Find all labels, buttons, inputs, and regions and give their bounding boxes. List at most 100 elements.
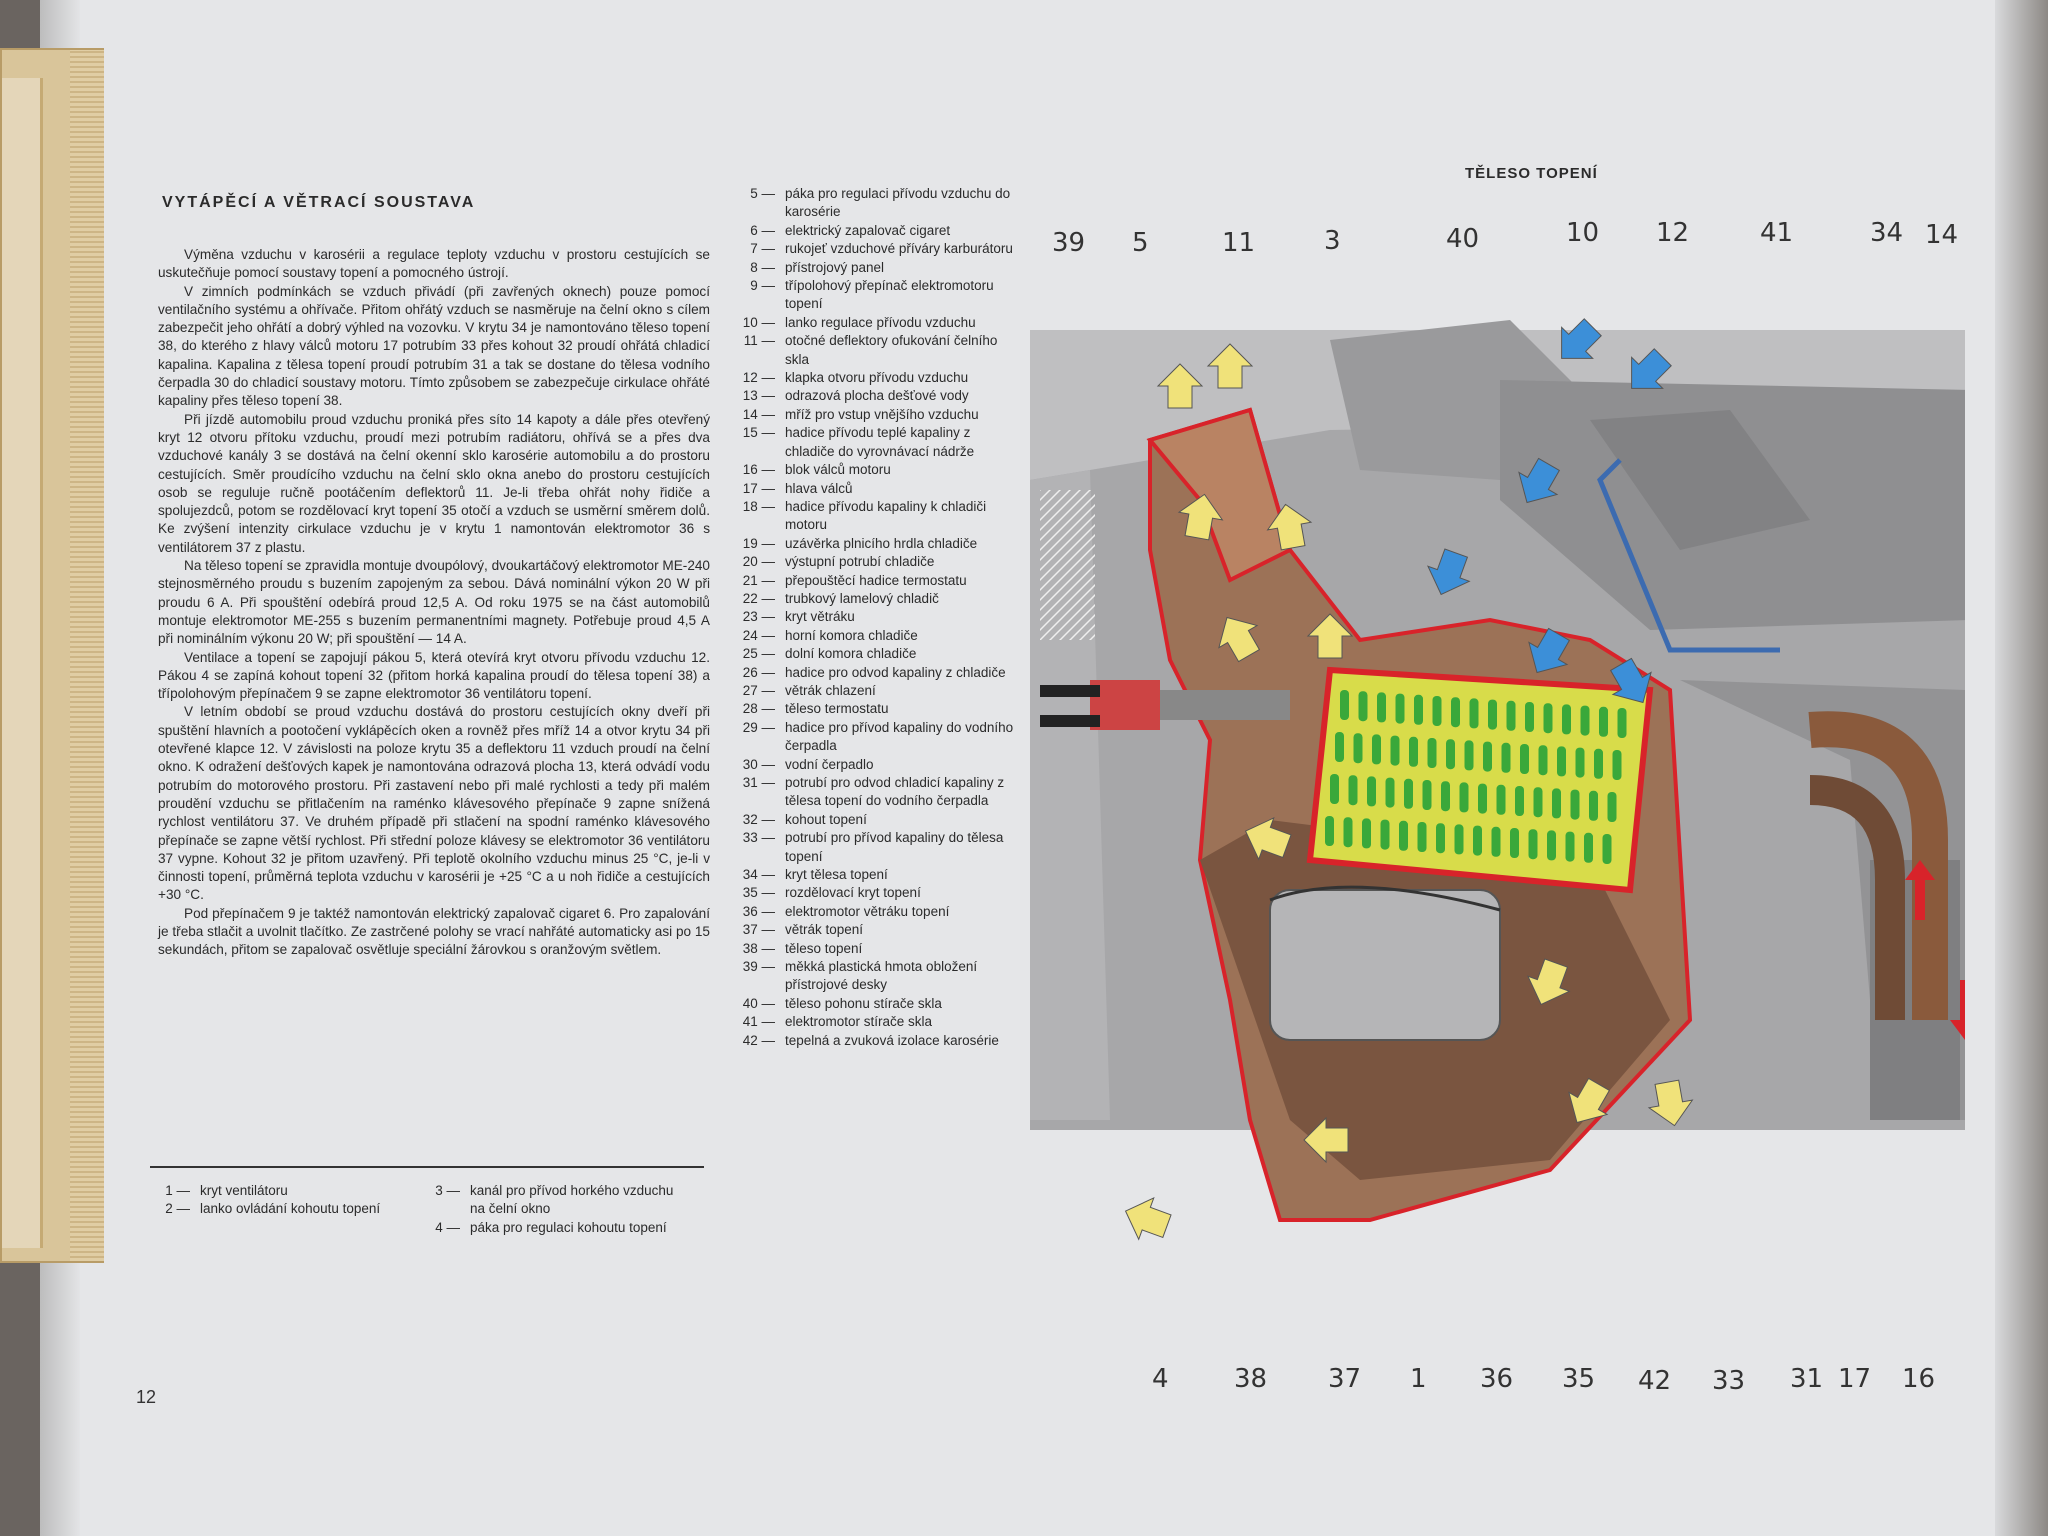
legend-text: mříž pro vstup vnějšího vzduchu (785, 406, 979, 422)
legend-number: 23 (735, 608, 775, 626)
warm-air-arrow (1306, 613, 1354, 659)
legend-number: 8 (735, 259, 775, 277)
legend-item: 2 lanko ovládání kohoutu topení (150, 1200, 420, 1218)
legend-item: 14mříž pro vstup vnějšího vzduchu (735, 406, 1017, 424)
legend-number: 28 (735, 700, 775, 718)
legend-number: 22 (735, 590, 775, 608)
legend-text: klapka otvoru přívodu vzduchu (785, 370, 969, 386)
callout-label: 12 (1656, 218, 1690, 248)
legend-item: 17hlava válců (735, 480, 1017, 498)
legend-item: 21přepouštěcí hadice termostatu (735, 572, 1017, 590)
radiator-fin (1451, 697, 1460, 728)
legend-item: 5páka pro regulaci přívodu vzduchu do ka… (735, 185, 1017, 222)
legend-number: 2 (150, 1200, 190, 1218)
legend-text: potrubí pro přívod kapaliny do tělesa to… (785, 830, 1004, 864)
legend-item: 33 potrubí pro přívod kapaliny do tělesa … (735, 829, 1017, 866)
legend-number: 10 (735, 314, 775, 332)
legend-text: hadice přívodu kapaliny k chladiči motor… (785, 498, 987, 533)
legend-text: kryt tělesa topení (785, 867, 888, 883)
warm-air-arrow (1303, 1116, 1349, 1164)
radiator-fin (1528, 829, 1538, 860)
legend-item: 37větrák topení (735, 921, 1017, 939)
page-edge-right (1995, 0, 2048, 1536)
air-channel-3 (1146, 407, 1293, 583)
radiator-fin (1612, 750, 1622, 780)
radiator-fin (1436, 823, 1445, 854)
radiator-fin (1362, 818, 1371, 849)
legend-number: 3 (420, 1182, 460, 1200)
legend-item: 32kohout topení (735, 811, 1017, 829)
legend-item: 4páka pro regulaci kohoutu topení (420, 1219, 690, 1237)
body-text: Výměna vzduchu v karosérii a regulace te… (158, 246, 710, 960)
legend-text: kohout topení (785, 811, 867, 827)
legend-text: dolní komora chladiče (785, 646, 917, 662)
radiator-fin (1562, 704, 1571, 735)
radiator-fin (1533, 787, 1543, 818)
legend-text: těleso topení (785, 940, 863, 956)
legend-text: trubkový lamelový chladič (785, 590, 939, 606)
legend-text: třípolohový přepínač elektromotoru topen… (785, 278, 994, 312)
legend-item: 26hadice pro odvod kapaliny z chladiče (735, 664, 1017, 682)
legend-number: 6 (735, 222, 775, 240)
legend-text: přístrojový panel (785, 259, 885, 275)
legend-text: elektromotor větráku topení (785, 903, 950, 919)
dash-controls (1040, 680, 1290, 730)
radiator-fin (1372, 734, 1381, 765)
callout-label: 4 (1152, 1364, 1169, 1394)
radiator-fin (1607, 792, 1617, 822)
diagram-title: TĚLESO TOPENÍ (1465, 165, 1598, 182)
coolant-pipes (1808, 711, 1965, 1040)
legend-number: 42 (735, 1032, 775, 1050)
fan-37 (1269, 885, 1501, 912)
legend-number: 30 (735, 756, 775, 774)
callout-label: 3 (1324, 226, 1341, 256)
legend-item: 39měkká plastická hmota obložení přístro… (735, 958, 1017, 995)
radiator-fin (1602, 834, 1612, 864)
legend-number: 15 (735, 424, 775, 442)
warm-air-arrow (1526, 958, 1571, 1006)
callout-label: 17 (1838, 1364, 1872, 1394)
legend-text: kanál pro přívod horkého vzduchu na čeln… (470, 1183, 674, 1217)
warm-air-arrow (1266, 503, 1313, 551)
legend-item: 42 tepelná a zvuková izolace karosérie (735, 1032, 1017, 1050)
radiator-fin (1422, 780, 1432, 810)
radiator-fin (1510, 828, 1519, 858)
paragraph: Výměna vzduchu v karosérii a regulace te… (158, 247, 710, 281)
page-number: 12 (136, 1387, 157, 1407)
paragraph: Při jízdě automobilu proud vzduchu proni… (158, 411, 710, 555)
warm-air-arrow (1124, 1196, 1172, 1241)
radiator-fin (1594, 748, 1603, 779)
legend-text: tepelná a zvuková izolace karosérie (785, 1032, 999, 1048)
paragraph: Pod přepínačem 9 je taktéž namontován el… (158, 905, 710, 958)
legend-item: 38 těleso topení (735, 940, 1017, 958)
legend-text: lanko ovládání kohoutu topení (200, 1201, 381, 1217)
radiator-fin (1385, 777, 1395, 808)
radiator-fin (1340, 690, 1349, 720)
cold-air-arrow (1561, 318, 1602, 359)
flow-arrow-down (1950, 980, 1965, 1040)
legend-number: 33 (735, 829, 775, 847)
legend-item: 20výstupní potrubí chladiče (735, 553, 1017, 571)
legend-item: 22 trubkový lamelový chladič (735, 590, 1017, 608)
legend-number: 38 (735, 940, 775, 958)
legend-item: 16blok válců motoru (735, 461, 1017, 479)
lever-5 (1040, 685, 1100, 697)
heater-core-38 (1306, 666, 1654, 894)
legend-number: 1 (150, 1182, 190, 1200)
legend-number: 19 (735, 535, 775, 553)
legend-number: 4 (420, 1219, 460, 1237)
radiator-fin (1335, 732, 1344, 762)
legend-item: 3 kanál pro přívod horkého vzduchu na čel… (420, 1182, 690, 1219)
callout-label: 42 (1638, 1366, 1672, 1396)
legend-item: 28těleso termostatu (735, 700, 1017, 718)
legend-item: 30vodní čerpadlo (735, 756, 1017, 774)
legend-number: 21 (735, 572, 775, 590)
radiator-fin (1343, 817, 1353, 848)
wiper-motor-41 (1590, 410, 1810, 550)
legend-item: 1kryt ventilátoru (150, 1182, 420, 1200)
radiator-fins (1325, 690, 1627, 864)
radiator-fin (1557, 746, 1566, 777)
legend-item: 13odrazová plocha dešťové vody (735, 387, 1017, 405)
legend-text: hadice pro odvod kapaliny z chladiče (785, 664, 1006, 680)
